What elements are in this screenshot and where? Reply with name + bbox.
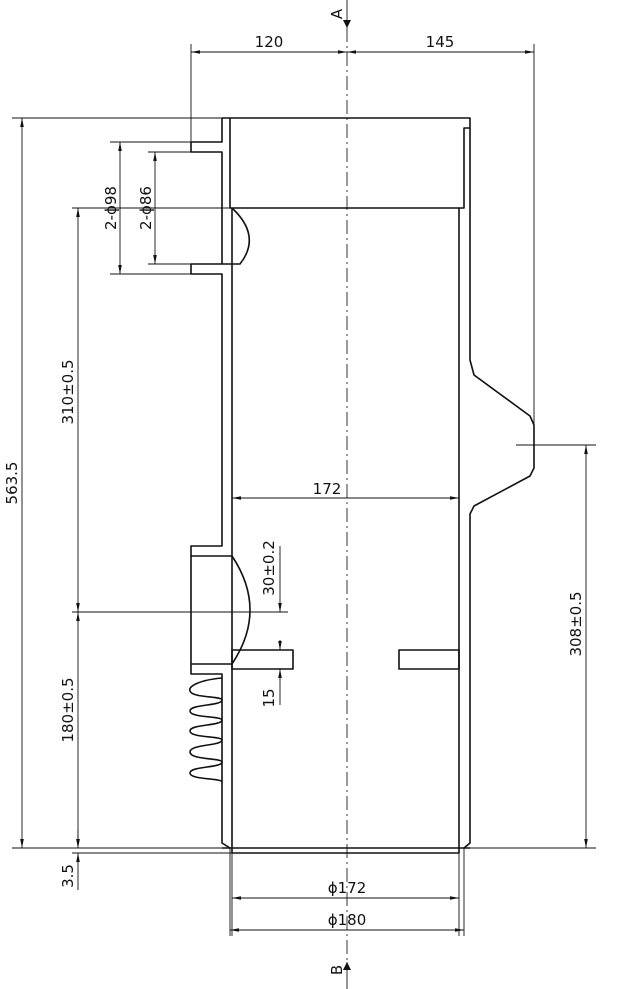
dim-total-height: 563.5 bbox=[3, 118, 24, 848]
section-mark-a: A bbox=[328, 0, 351, 28]
dim-bottom-inner-diameter: ϕ172 bbox=[231, 853, 460, 936]
dim-lower-spacing: 180±0.5 bbox=[59, 612, 80, 848]
dim-base-offset-text: 3.5 bbox=[59, 864, 77, 888]
dim-top-widths: 120 145 bbox=[190, 33, 535, 425]
dim-outer-bore: 2-ϕ98 bbox=[102, 142, 122, 274]
section-label-b: B bbox=[328, 965, 346, 975]
dim-lower-spacing-text: 180±0.5 bbox=[59, 677, 77, 742]
bellows bbox=[189, 677, 223, 783]
dim-boss-height: 30±0.2 bbox=[260, 540, 282, 612]
dim-inner-bore: 2-ϕ86 bbox=[137, 152, 157, 264]
dim-total-height-text: 563.5 bbox=[3, 462, 21, 505]
dim-upper-spacing-text: 310±0.5 bbox=[59, 359, 77, 424]
dim-base-offset: 3.5 bbox=[59, 830, 80, 890]
dim-inner-bore-text: 2-ϕ86 bbox=[137, 186, 155, 230]
dim-rib-offset-text: 15 bbox=[260, 688, 278, 707]
rib-left bbox=[231, 649, 294, 670]
dim-inner-diameter-mid-text: 172 bbox=[313, 480, 342, 498]
dim-bottom-outer-diameter: ϕ180 bbox=[229, 848, 465, 936]
section-label-a: A bbox=[328, 8, 346, 19]
dim-outer-bore-text: 2-ϕ98 bbox=[102, 186, 120, 230]
dim-bottom-inner-text: ϕ172 bbox=[328, 879, 367, 897]
dim-right-spacing-text: 308±0.5 bbox=[567, 591, 585, 656]
housing-outline bbox=[190, 117, 596, 854]
dim-boss-height-text: 30±0.2 bbox=[260, 540, 278, 596]
rib-right bbox=[398, 649, 460, 670]
dim-rib-offset: 15 bbox=[260, 640, 282, 708]
dim-upper-spacing: 310±0.5 bbox=[59, 208, 80, 612]
dim-right-spacing: 308±0.5 bbox=[567, 445, 588, 848]
section-mark-b: B bbox=[328, 962, 351, 989]
dim-inner-diameter-mid: 172 bbox=[232, 480, 459, 500]
dim-right-width: 145 bbox=[426, 33, 455, 51]
dim-left-width: 120 bbox=[255, 33, 284, 51]
dim-bottom-outer-text: ϕ180 bbox=[328, 911, 367, 929]
